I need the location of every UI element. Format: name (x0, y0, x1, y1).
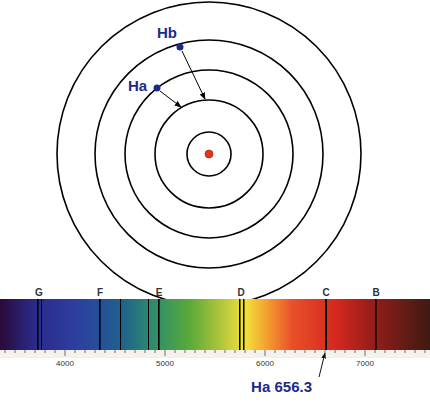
orbit (57, 2, 361, 306)
fraunhofer-letter: G (35, 288, 43, 298)
fraunhofer-letter: C (322, 288, 329, 298)
orbit-label: Hb (157, 25, 177, 40)
transition-arrow (182, 51, 205, 99)
wavelength-tick-label: 5000 (156, 360, 174, 368)
orbit (95, 40, 323, 268)
absorption-lines (37, 299, 377, 350)
wavelength-tick-label: 6000 (256, 360, 274, 368)
ruler (0, 350, 430, 358)
fraunhofer-letter: B (372, 288, 379, 298)
transition-arrow (160, 91, 181, 107)
fraunhofer-letter: D (237, 288, 244, 298)
wavelength-tick-label: 4000 (56, 360, 74, 368)
electron (177, 44, 184, 51)
leader-arrow (319, 353, 325, 377)
orbit-label: Ha (128, 78, 147, 93)
line-callout: Ha 656.3 (251, 379, 312, 394)
wavelength-tick-label: 7000 (356, 360, 374, 368)
nucleus (205, 150, 213, 158)
ruler-ticks (5, 350, 425, 356)
orbit (125, 70, 293, 238)
fraunhofer-letter: F (97, 288, 103, 298)
fraunhofer-letter: E (156, 288, 163, 298)
orbit (155, 100, 263, 208)
orbit (187, 132, 231, 176)
spectrum-band (0, 299, 430, 350)
orbit-circles (57, 2, 361, 306)
electron (154, 85, 161, 92)
